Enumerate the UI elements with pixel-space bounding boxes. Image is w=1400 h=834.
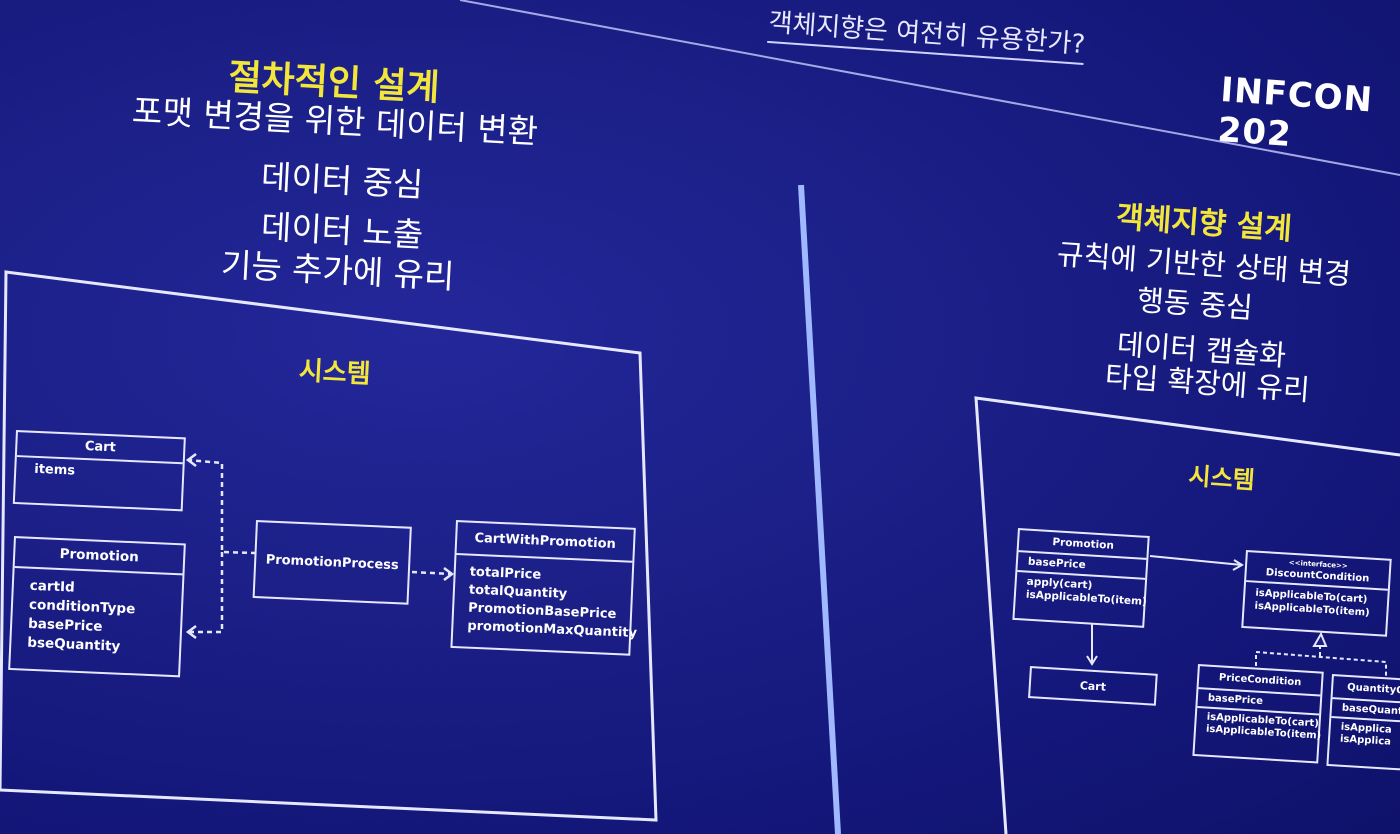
right-connectors [1086,555,1387,676]
decorative-lines [459,0,1400,834]
left-frame [0,270,658,822]
left-connectors [185,453,455,639]
right-frame [974,396,1400,834]
